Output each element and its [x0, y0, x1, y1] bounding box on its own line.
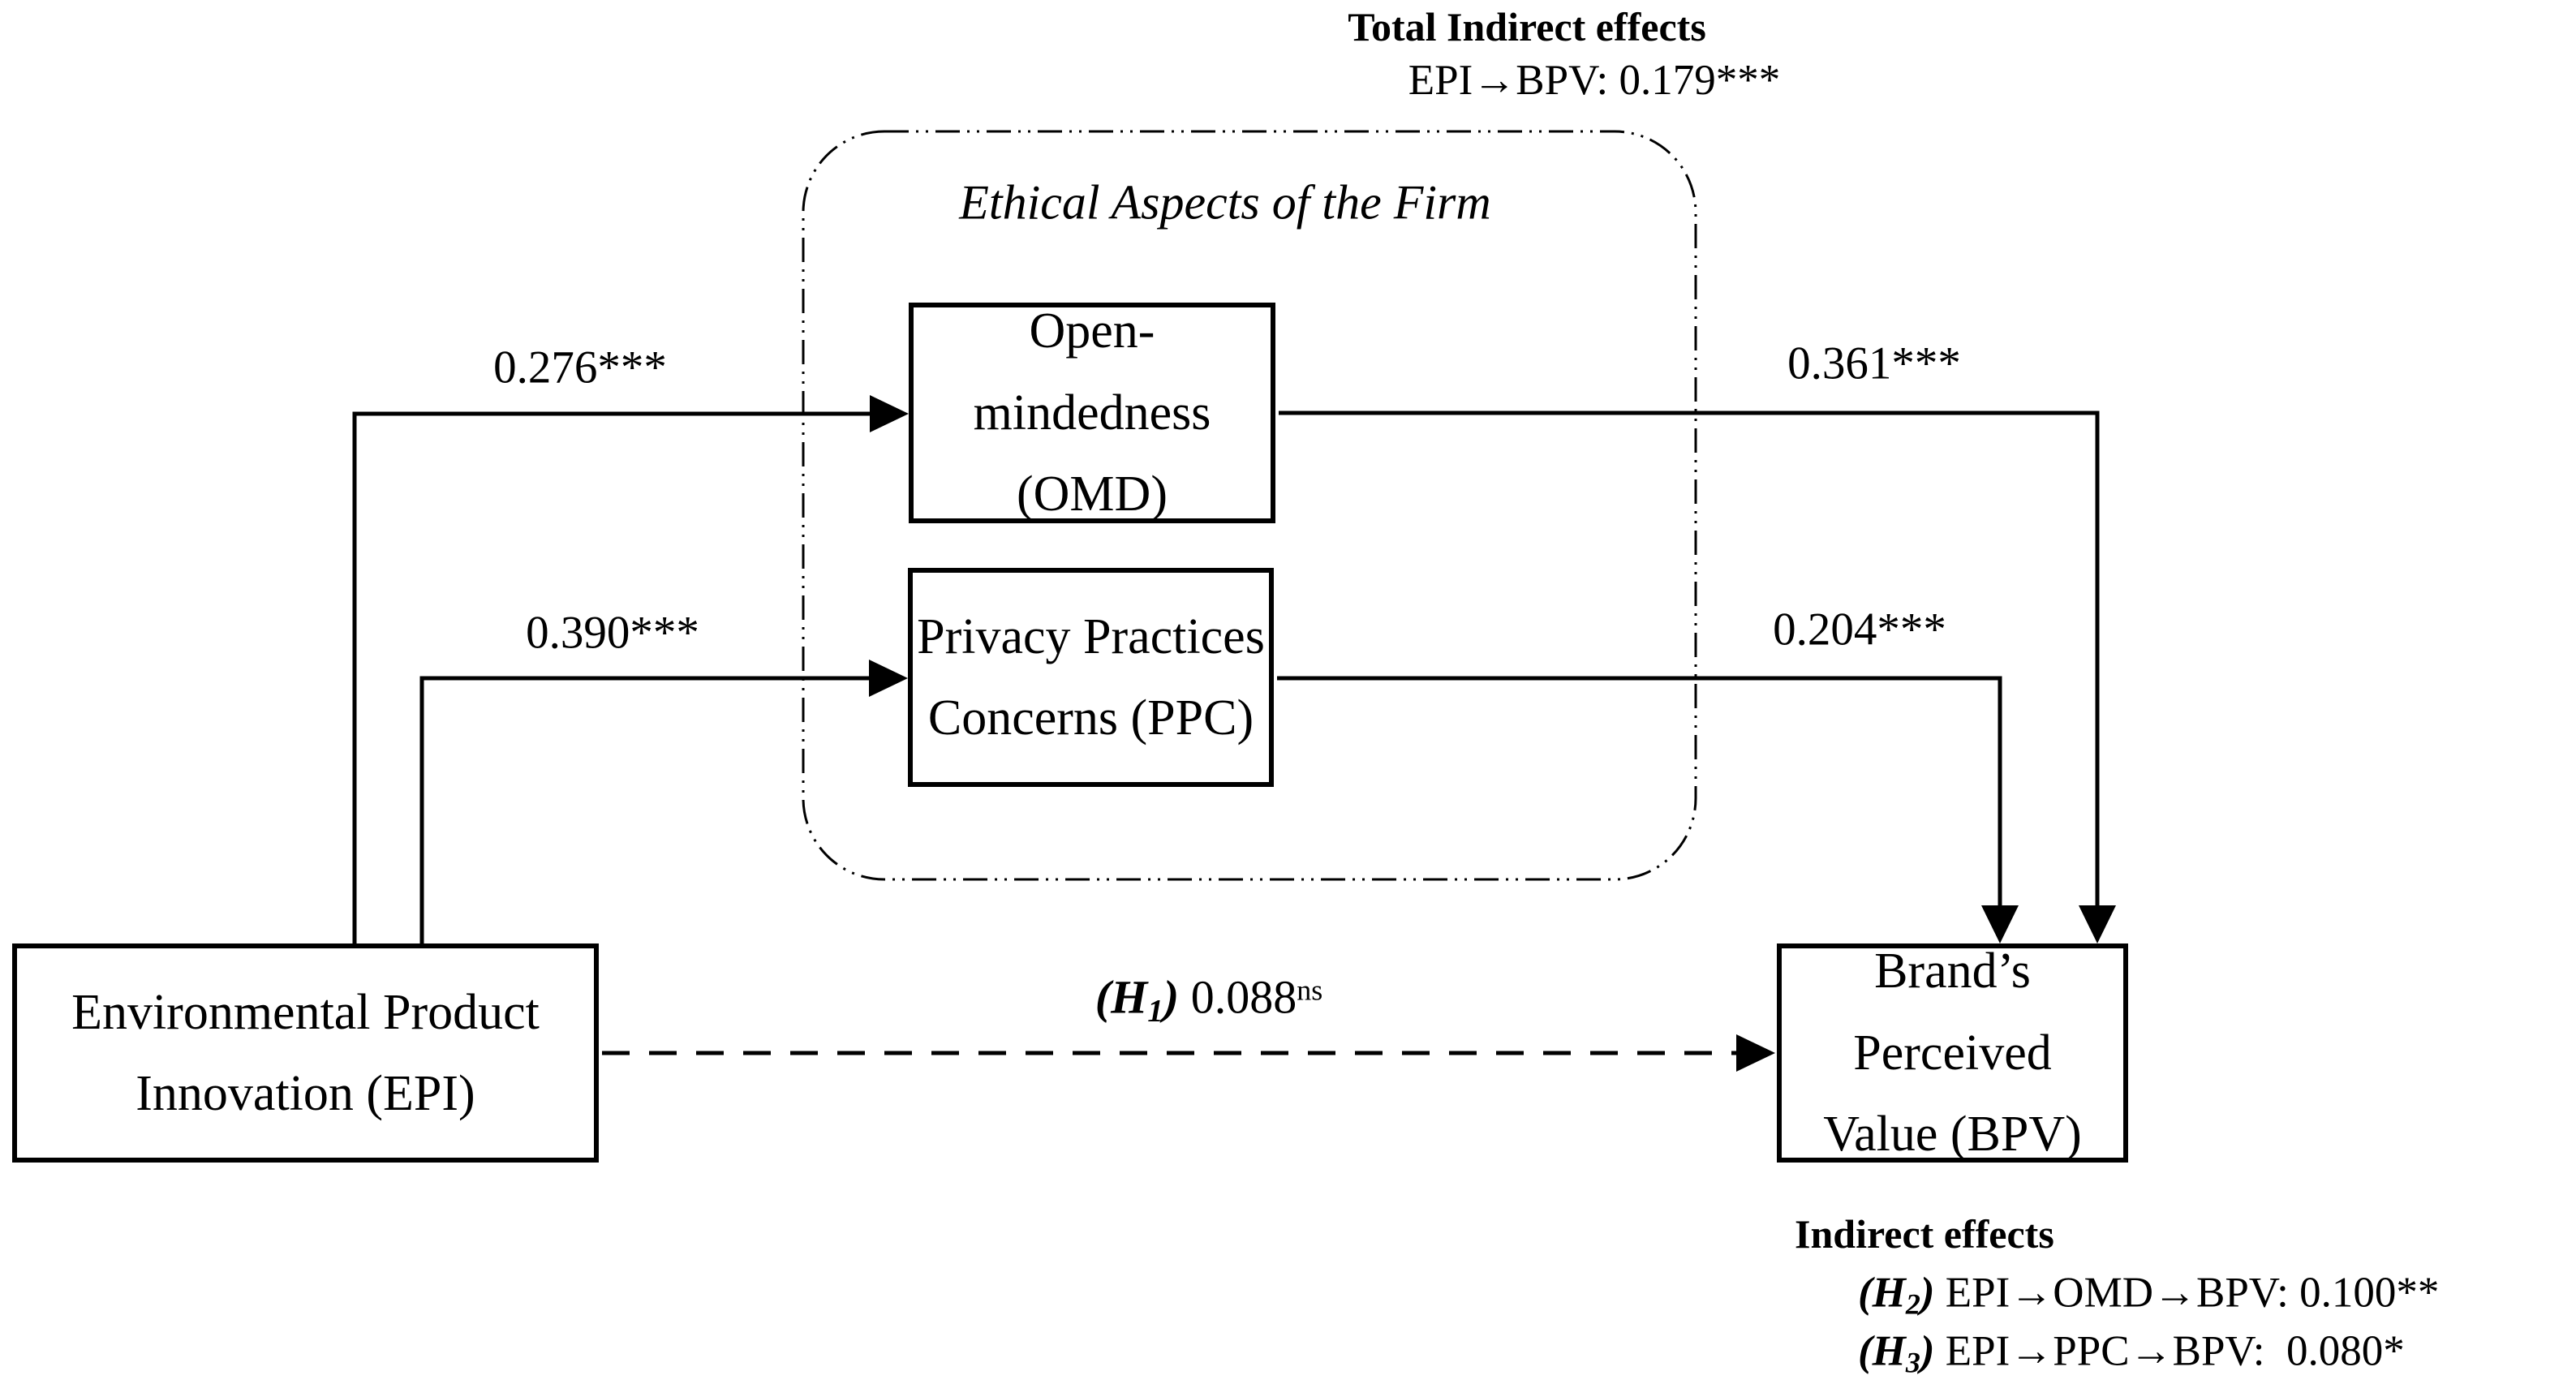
node-bpv: Brand’s Perceived Value (BPV) — [1777, 943, 2128, 1163]
indirect-effect-row-h3: (H3) EPI→PPC→BPV: 0.080* — [1858, 1326, 2405, 1379]
coef-epi-omd: 0.276*** — [493, 342, 667, 393]
node-ppc-label-line2: Concerns (PPC) — [927, 690, 1254, 746]
total-indirect-effects-value: EPI→BPV: 0.179*** — [1408, 57, 1781, 104]
h2-path: EPI→OMD→BPV: — [1934, 1269, 2300, 1317]
indirect-effects-title: Indirect effects — [1795, 1211, 2054, 1257]
path-ppc-bpv-arrowhead — [1981, 905, 2019, 943]
h3-value: 0.080* — [2275, 1327, 2405, 1375]
coef-ppc-bpv: 0.204*** — [1773, 604, 1946, 655]
node-ppc: Privacy Practices Concerns (PPC) — [908, 568, 1274, 787]
moderator-group-label: Ethical Aspects of the Firm — [959, 175, 1491, 230]
node-epi-label-line2: Innovation (EPI) — [135, 1066, 475, 1121]
node-ppc-label-line1: Privacy Practices — [917, 608, 1265, 664]
total-indirect-effects-title: Total Indirect effects — [1348, 4, 1706, 49]
path-epi-bpv-arrowhead — [1736, 1034, 1775, 1072]
node-omd-label-line1: Open-mindedness — [973, 303, 1211, 441]
h1-tag: (H1) — [1094, 970, 1180, 1029]
path-epi-omd-line — [352, 411, 871, 943]
h2-tag: (H2) — [1858, 1269, 1935, 1321]
node-omd: Open-mindedness (OMD) — [909, 303, 1275, 523]
h1-significance: ns — [1297, 974, 1323, 1007]
path-epi-omd-arrowhead — [870, 395, 909, 432]
path-ppc-bpv-line — [1277, 676, 2002, 907]
path-epi-ppc-line — [419, 676, 871, 943]
indirect-effect-row-h2: (H2) EPI→OMD→BPV: 0.100** — [1858, 1268, 2439, 1321]
moderator-group-border — [802, 130, 1697, 881]
h1-value: 0.088 — [1179, 970, 1297, 1024]
node-bpv-label-line2: Value (BPV) — [1823, 1107, 2082, 1163]
node-bpv-label-line1: Brand’s Perceived — [1853, 943, 2052, 1081]
h2-value: 0.100** — [2299, 1269, 2440, 1317]
node-omd-label-line2: (OMD) — [1017, 466, 1168, 522]
path-omd-bpv-line — [1279, 410, 2100, 907]
h3-tag: (H3) — [1858, 1327, 1935, 1379]
path-omd-bpv-arrowhead — [2079, 905, 2116, 943]
node-epi: Environmental Product Innovation (EPI) — [12, 943, 599, 1163]
coef-epi-bpv-h1: (H1) 0.088ns — [1095, 969, 1322, 1029]
path-epi-ppc-arrowhead — [869, 660, 908, 697]
h3-path: EPI→PPC→BPV: — [1934, 1327, 2276, 1375]
coef-omd-bpv: 0.361*** — [1787, 337, 1961, 389]
node-epi-label-line1: Environmental Product — [71, 984, 540, 1040]
coef-epi-ppc: 0.390*** — [526, 607, 699, 659]
